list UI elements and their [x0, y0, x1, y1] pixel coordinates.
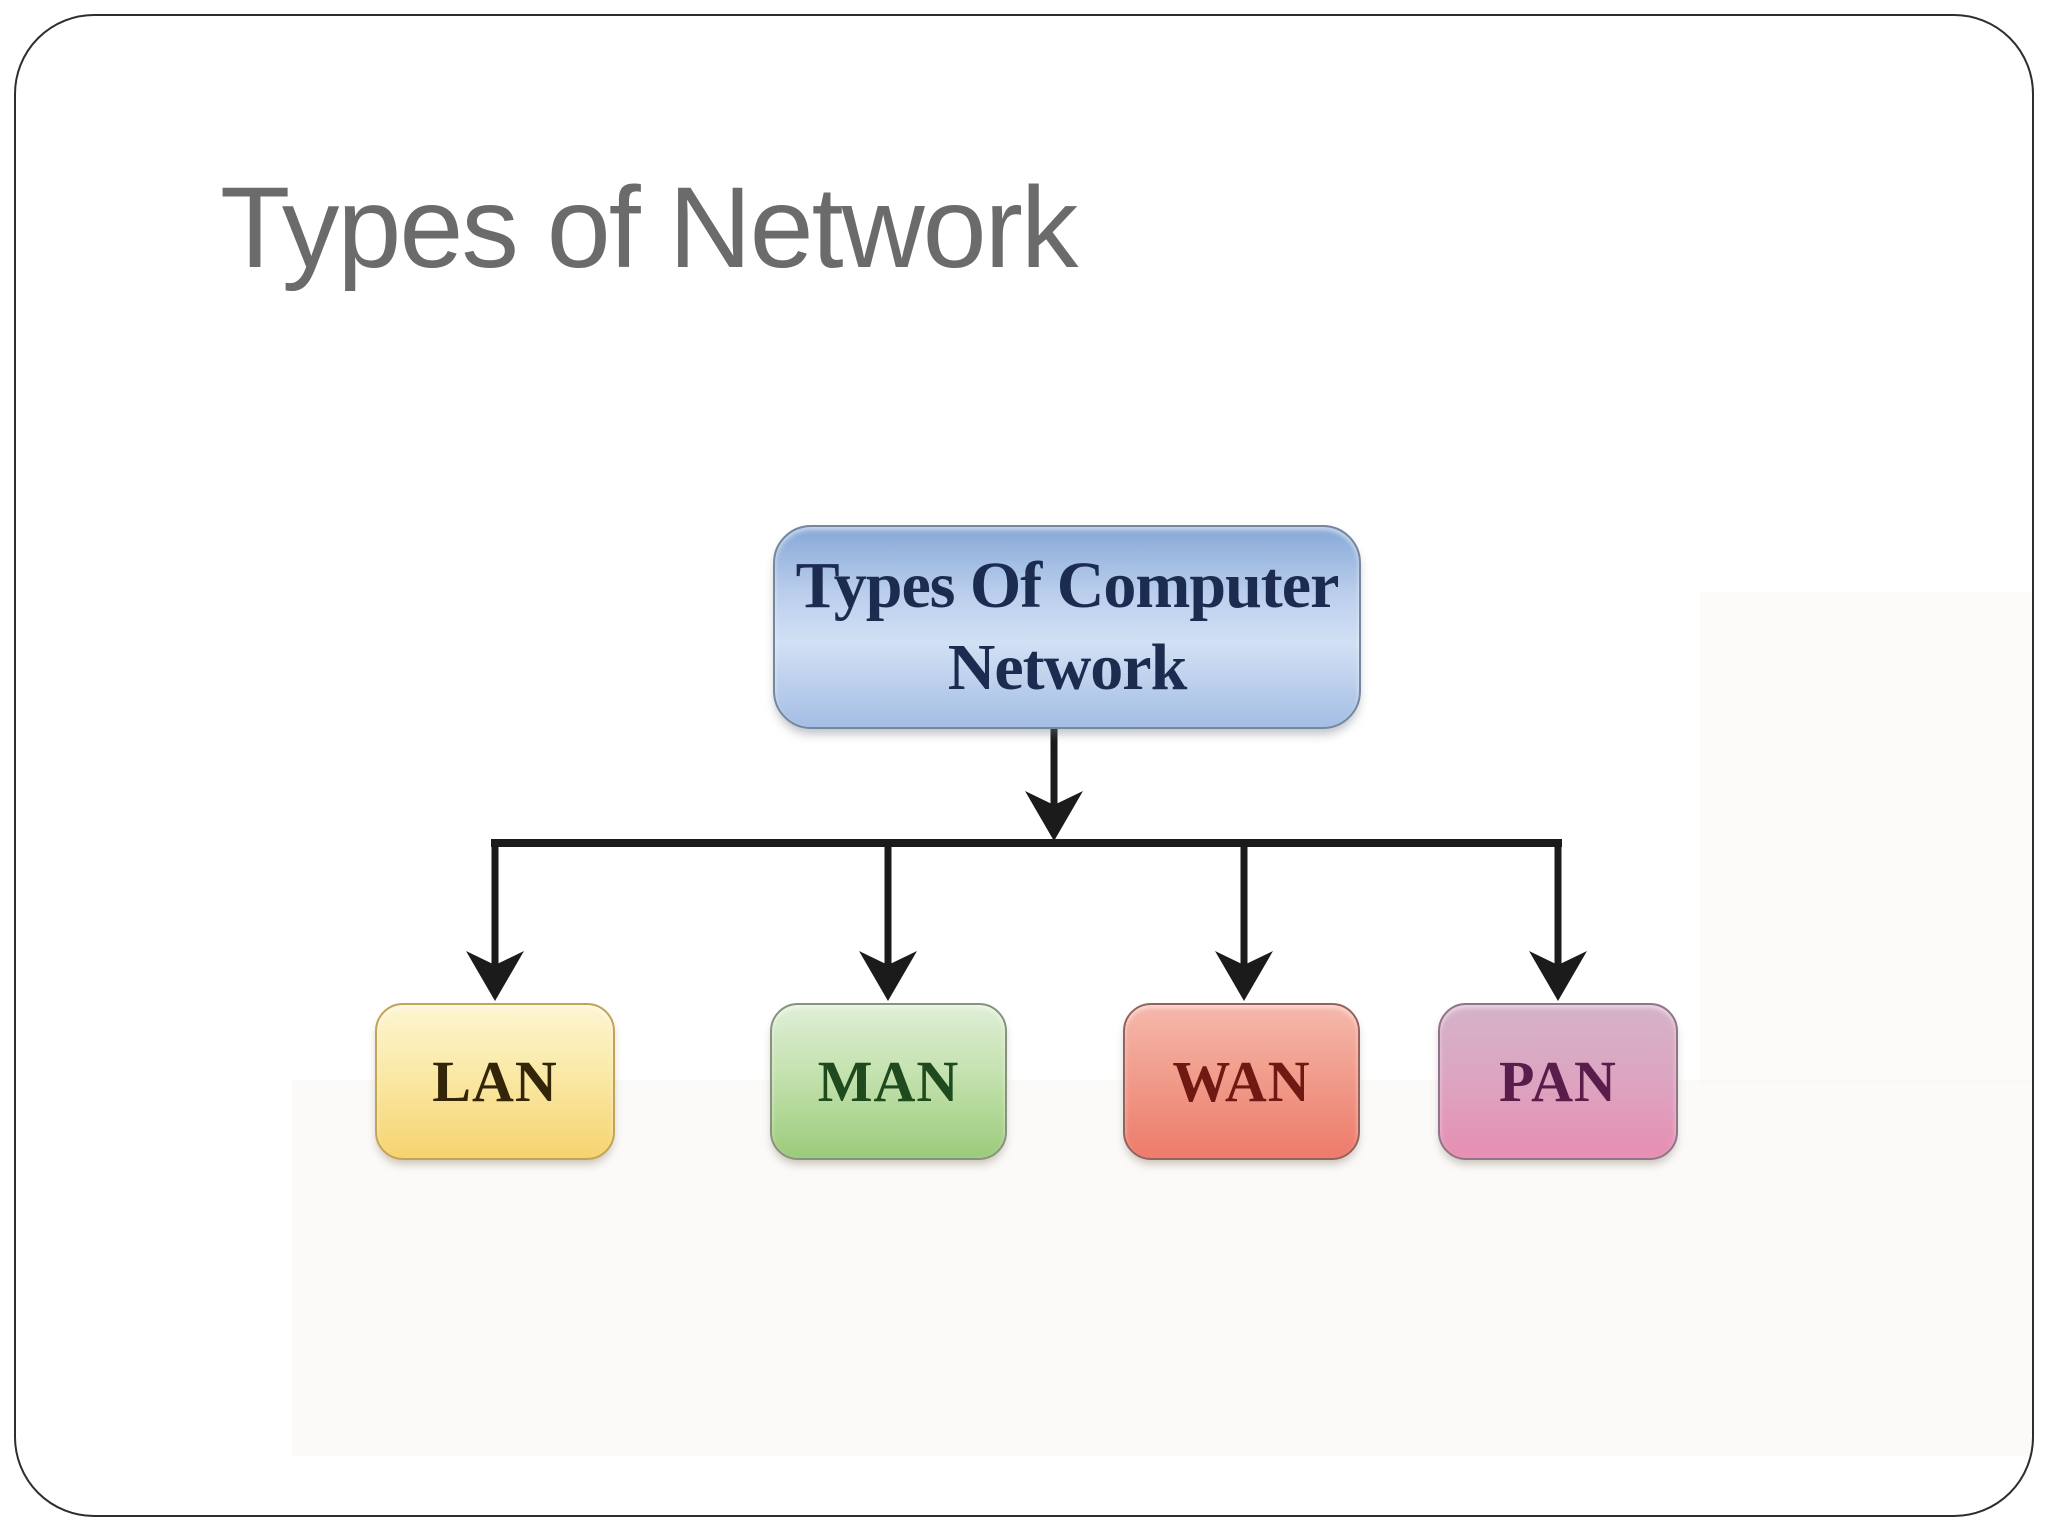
root-label-line1: Types Of Computer: [795, 549, 1340, 623]
lan-label: LAN: [432, 1049, 558, 1114]
arrow-down-icon: [1025, 791, 1083, 841]
arrow-down-icon: [1529, 951, 1587, 1001]
pan-label: PAN: [1499, 1049, 1617, 1114]
arrow-down-icon: [1215, 951, 1273, 1001]
man-label: MAN: [817, 1049, 960, 1114]
background-tint-right: [1700, 592, 2032, 1084]
root-label-line2: Network: [947, 631, 1188, 704]
node-types-of-computer-network: Types Of Computer Network: [773, 525, 1361, 729]
node-wan: WAN: [1123, 1003, 1360, 1160]
node-lan: LAN: [375, 1003, 615, 1160]
node-pan: PAN: [1438, 1003, 1678, 1160]
wan-label: WAN: [1172, 1049, 1311, 1114]
arrow-down-icon: [466, 951, 524, 1001]
arrow-down-icon: [859, 951, 917, 1001]
node-man: MAN: [770, 1003, 1007, 1160]
slide-title: Types of Network: [220, 164, 1078, 292]
